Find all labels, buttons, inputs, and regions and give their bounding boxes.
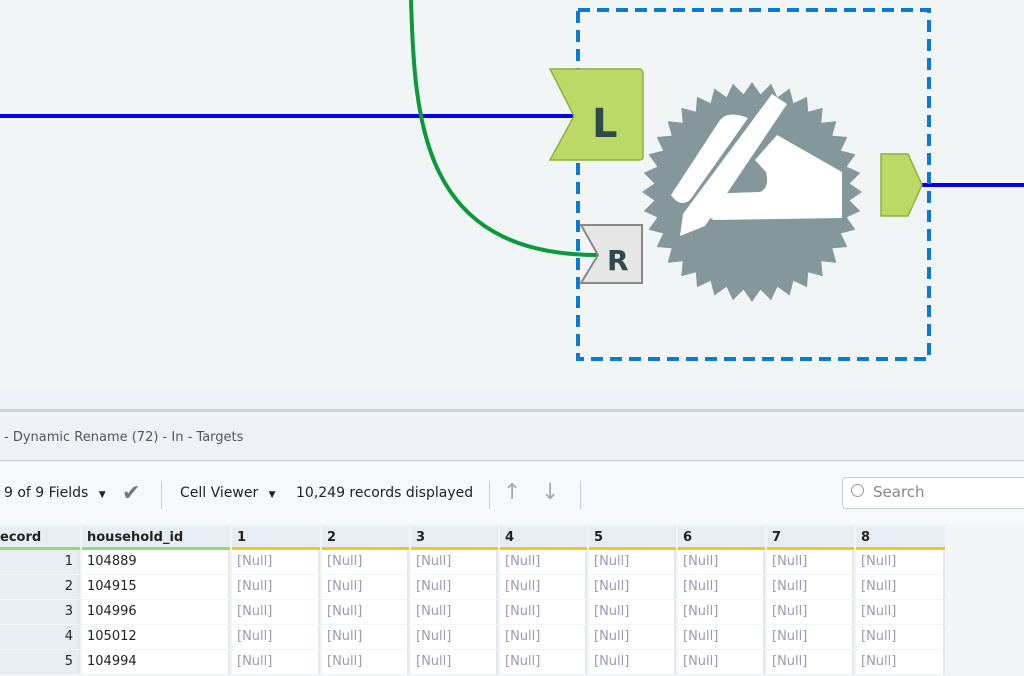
arrow-down-icon[interactable]: ↓ xyxy=(541,480,560,505)
left-input-anchor[interactable]: L xyxy=(548,68,644,161)
table-cell[interactable]: 104994 xyxy=(82,650,230,674)
table-cell[interactable]: [Null] xyxy=(767,650,854,674)
right-input-anchor[interactable]: R xyxy=(579,224,643,284)
results-title-bar: - Dynamic Rename (72) - In - Targets xyxy=(0,415,1024,461)
table-cell[interactable]: [Null] xyxy=(856,625,945,649)
table-cell[interactable]: [Null] xyxy=(322,575,409,599)
table-cell[interactable]: [Null] xyxy=(856,600,945,624)
table-cell[interactable]: [Null] xyxy=(500,625,587,649)
left-anchor-label: L xyxy=(592,101,618,147)
table-cell[interactable]: [Null] xyxy=(411,575,498,599)
table-cell[interactable]: [Null] xyxy=(589,600,676,624)
table-cell[interactable]: [Null] xyxy=(232,575,320,599)
column-header[interactable]: ecord xyxy=(0,526,80,550)
pencil-hand-icon xyxy=(671,94,842,236)
table-cell[interactable]: [Null] xyxy=(411,650,498,674)
table-cell[interactable]: [Null] xyxy=(678,550,765,574)
table-cell[interactable]: [Null] xyxy=(767,625,854,649)
table-cell[interactable]: 105012 xyxy=(82,625,230,649)
chevron-down-icon: ▼ xyxy=(268,490,276,500)
table-cell[interactable]: 104996 xyxy=(82,600,230,624)
table-cell[interactable]: [Null] xyxy=(589,650,676,674)
record-number[interactable]: 1 xyxy=(0,550,80,574)
table-cell[interactable]: [Null] xyxy=(856,650,945,674)
right-anchor-label: R xyxy=(607,244,629,277)
table-cell[interactable]: [Null] xyxy=(232,650,320,674)
workflow-canvas[interactable]: L R xyxy=(0,0,1024,390)
search-input[interactable]: Search xyxy=(842,477,1024,509)
table-cell[interactable]: [Null] xyxy=(678,650,765,674)
cell-viewer-label: Cell Viewer xyxy=(180,485,259,501)
column-header[interactable]: 3 xyxy=(411,526,498,550)
panel-splitter[interactable] xyxy=(0,390,1024,412)
results-title: - Dynamic Rename (72) - In - Targets xyxy=(4,430,244,445)
table-cell[interactable]: [Null] xyxy=(767,600,854,624)
table-cell[interactable]: [Null] xyxy=(589,550,676,574)
table-cell[interactable]: [Null] xyxy=(678,625,765,649)
table-cell[interactable]: [Null] xyxy=(589,575,676,599)
column-header[interactable]: 4 xyxy=(500,526,587,550)
table-cell[interactable]: 104889 xyxy=(82,550,230,574)
table-cell[interactable]: [Null] xyxy=(678,575,765,599)
records-count: 10,249 records displayed xyxy=(296,485,474,501)
table-cell[interactable]: [Null] xyxy=(232,625,320,649)
table-cell[interactable]: [Null] xyxy=(500,575,587,599)
table-cell[interactable]: [Null] xyxy=(767,550,854,574)
table-cell[interactable]: [Null] xyxy=(500,550,587,574)
search-placeholder: Search xyxy=(873,483,925,501)
table-cell[interactable]: [Null] xyxy=(322,625,409,649)
column-header[interactable]: 5 xyxy=(589,526,676,550)
table-cell[interactable]: [Null] xyxy=(411,600,498,624)
search-icon xyxy=(851,484,864,497)
divider xyxy=(489,481,490,509)
chevron-down-icon: ▼ xyxy=(98,490,106,500)
divider xyxy=(161,481,162,509)
table-cell[interactable]: [Null] xyxy=(411,550,498,574)
output-anchor[interactable] xyxy=(880,153,923,217)
table-cell[interactable]: [Null] xyxy=(678,600,765,624)
column-header[interactable]: 7 xyxy=(767,526,854,550)
column-header[interactable]: 2 xyxy=(322,526,409,550)
results-toolbar: 9 of 9 Fields ▼ ✔ Cell Viewer ▼ 10,249 r… xyxy=(0,462,1024,524)
tool-selection-box xyxy=(576,8,931,361)
table-cell[interactable]: [Null] xyxy=(856,575,945,599)
column-header[interactable]: household_id xyxy=(82,526,230,550)
column-header[interactable]: 1 xyxy=(232,526,320,550)
table-cell[interactable]: [Null] xyxy=(500,600,587,624)
apply-check-icon[interactable]: ✔ xyxy=(122,481,141,506)
table-cell[interactable]: [Null] xyxy=(856,550,945,574)
connection-right-input[interactable] xyxy=(409,0,599,257)
table-cell[interactable]: [Null] xyxy=(322,650,409,674)
record-number[interactable]: 3 xyxy=(0,600,80,624)
table-cell[interactable]: [Null] xyxy=(322,550,409,574)
fields-label: 9 of 9 Fields xyxy=(4,485,89,501)
column-header[interactable]: 8 xyxy=(856,526,945,550)
workflow-svg: L R xyxy=(0,0,1024,361)
record-number[interactable]: 5 xyxy=(0,650,80,674)
table-cell[interactable]: [Null] xyxy=(767,575,854,599)
table-cell[interactable]: [Null] xyxy=(232,550,320,574)
record-number[interactable]: 2 xyxy=(0,575,80,599)
table-cell[interactable]: 104915 xyxy=(82,575,230,599)
cell-viewer-dropdown[interactable]: Cell Viewer ▼ xyxy=(180,485,276,501)
record-number[interactable]: 4 xyxy=(0,625,80,649)
table-cell[interactable]: [Null] xyxy=(411,625,498,649)
divider xyxy=(580,481,581,509)
fields-dropdown[interactable]: 9 of 9 Fields ▼ xyxy=(4,485,106,501)
table-cell[interactable]: [Null] xyxy=(500,650,587,674)
column-header[interactable]: 6 xyxy=(678,526,765,550)
table-cell[interactable]: [Null] xyxy=(232,600,320,624)
dynamic-rename-gear-icon[interactable] xyxy=(642,82,862,302)
table-cell[interactable]: [Null] xyxy=(589,625,676,649)
arrow-up-icon[interactable]: ↑ xyxy=(503,480,522,505)
table-cell[interactable]: [Null] xyxy=(322,600,409,624)
